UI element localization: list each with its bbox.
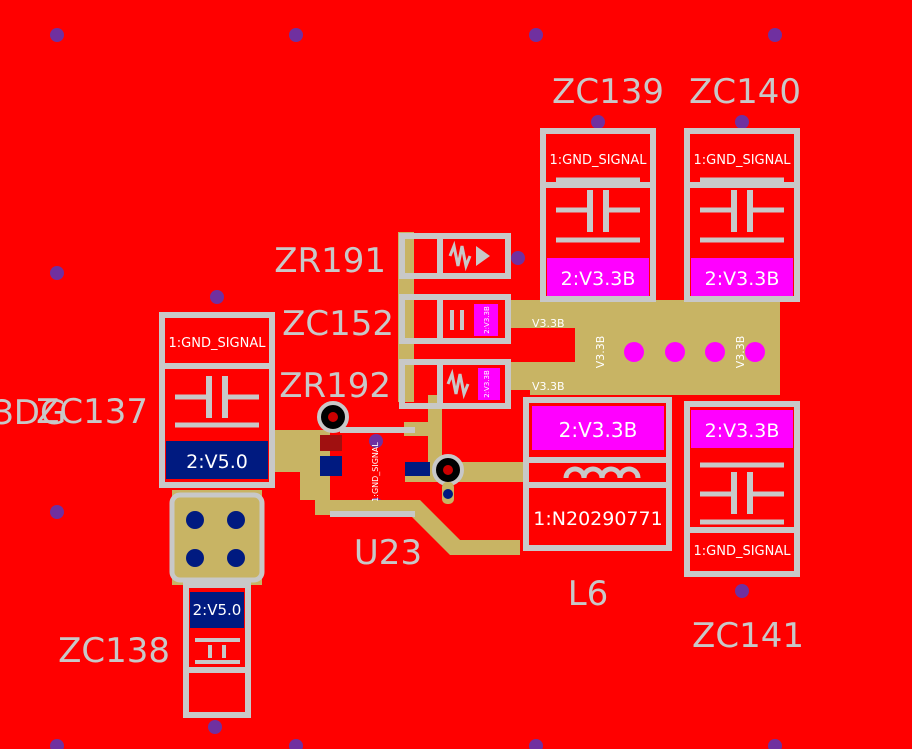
via [529, 28, 543, 42]
via-array [169, 492, 265, 583]
component-zr191[interactable]: ZR191 [274, 233, 511, 281]
via [735, 115, 749, 129]
via [511, 251, 525, 265]
v33b-bus: V3.3B V3.3B V3.3B V3.3B [532, 317, 765, 393]
pad-net-label: 2:V3.3B [483, 370, 491, 398]
refdes: ZC152 [282, 304, 394, 344]
component-zr192[interactable]: 2:V3.3B ZR192 [279, 359, 511, 409]
refdes: ZC137 [36, 392, 148, 432]
pad2-net-label: 2:V5.0 [186, 451, 248, 473]
via [208, 720, 222, 734]
component-zc139[interactable]: 1:GND_SIGNAL 2:V3.3B ZC139 [540, 72, 664, 302]
component-zc141[interactable]: 2:V3.3B 1:GND_SIGNAL ZC141 [684, 401, 804, 656]
pad1-net-label: 1:GND_SIGNAL [694, 153, 792, 168]
via [369, 434, 383, 448]
refdes: ZC138 [58, 631, 170, 671]
pad-2 [166, 441, 268, 479]
bus-pad [705, 342, 725, 362]
via [735, 584, 749, 598]
pad1-net-label: 1:GND_SIGNAL [169, 336, 267, 351]
net-label: V3.3B [532, 380, 565, 393]
pad-2 [532, 406, 664, 450]
pad2-net-label: 2:V3.3B [705, 268, 780, 290]
net-label: V3.3B [594, 336, 607, 369]
component-zc138[interactable]: 2:V5.0 ZC138 [58, 582, 251, 718]
pad2-net-label: 2:V3.3B [561, 268, 636, 290]
pad1-net-label: 1:GND_SIGNAL [550, 153, 648, 168]
refdes: ZC140 [689, 72, 801, 112]
component-l6[interactable]: 2:V3.3B 1:N20290771 L6 [523, 397, 672, 614]
via [50, 739, 64, 749]
component-zc140[interactable]: 1:GND_SIGNAL 2:V3.3B ZC140 [684, 72, 801, 302]
net-label: V3.3B [734, 336, 747, 369]
pad-2 [691, 258, 793, 296]
pad1-net-label: 1:GND_SIGNAL [694, 544, 792, 559]
via [591, 115, 605, 129]
pad-small [478, 368, 500, 400]
pad-small [474, 304, 498, 336]
pin-net-label: 1:GND_SIGNAL [371, 442, 380, 502]
inductor-icon [563, 466, 641, 479]
edge-label: ЗDG [0, 393, 66, 433]
component-zc152[interactable]: 2:V3.3B ZC152 [282, 294, 511, 344]
refdes: L6 [568, 574, 609, 614]
refdes: ZC139 [552, 72, 664, 112]
bus-pad [624, 342, 644, 362]
refdes: ZR191 [274, 241, 386, 281]
via [768, 28, 782, 42]
via [289, 739, 303, 749]
pad-2 [691, 410, 793, 448]
via [768, 739, 782, 749]
refdes: ZC141 [692, 616, 804, 656]
net-label: V3.3B [532, 317, 565, 330]
component-zc137[interactable]: 1:GND_SIGNAL 2:V5.0 ZC137 [36, 312, 275, 488]
bus-pad [665, 342, 685, 362]
pad-2 [190, 592, 244, 628]
refdes: U23 [354, 533, 422, 573]
pad2-net-label: 2:V5.0 [193, 601, 242, 619]
refdes: ZR192 [279, 366, 391, 406]
bus-pad [745, 342, 765, 362]
via [529, 739, 543, 749]
component-u23[interactable]: 1:GND_SIGNAL U23 [317, 401, 464, 573]
via [50, 266, 64, 280]
via [289, 28, 303, 42]
via [50, 28, 64, 42]
pad2-net-label: 2:V3.3B [559, 418, 638, 442]
pad2-net-label: 2:V3.3B [705, 420, 780, 442]
pad-net-label: 2:V3.3B [483, 306, 491, 334]
pad-2 [547, 258, 649, 296]
via [50, 505, 64, 519]
via [210, 290, 224, 304]
pad1-net-label: 1:N20290771 [533, 508, 662, 530]
